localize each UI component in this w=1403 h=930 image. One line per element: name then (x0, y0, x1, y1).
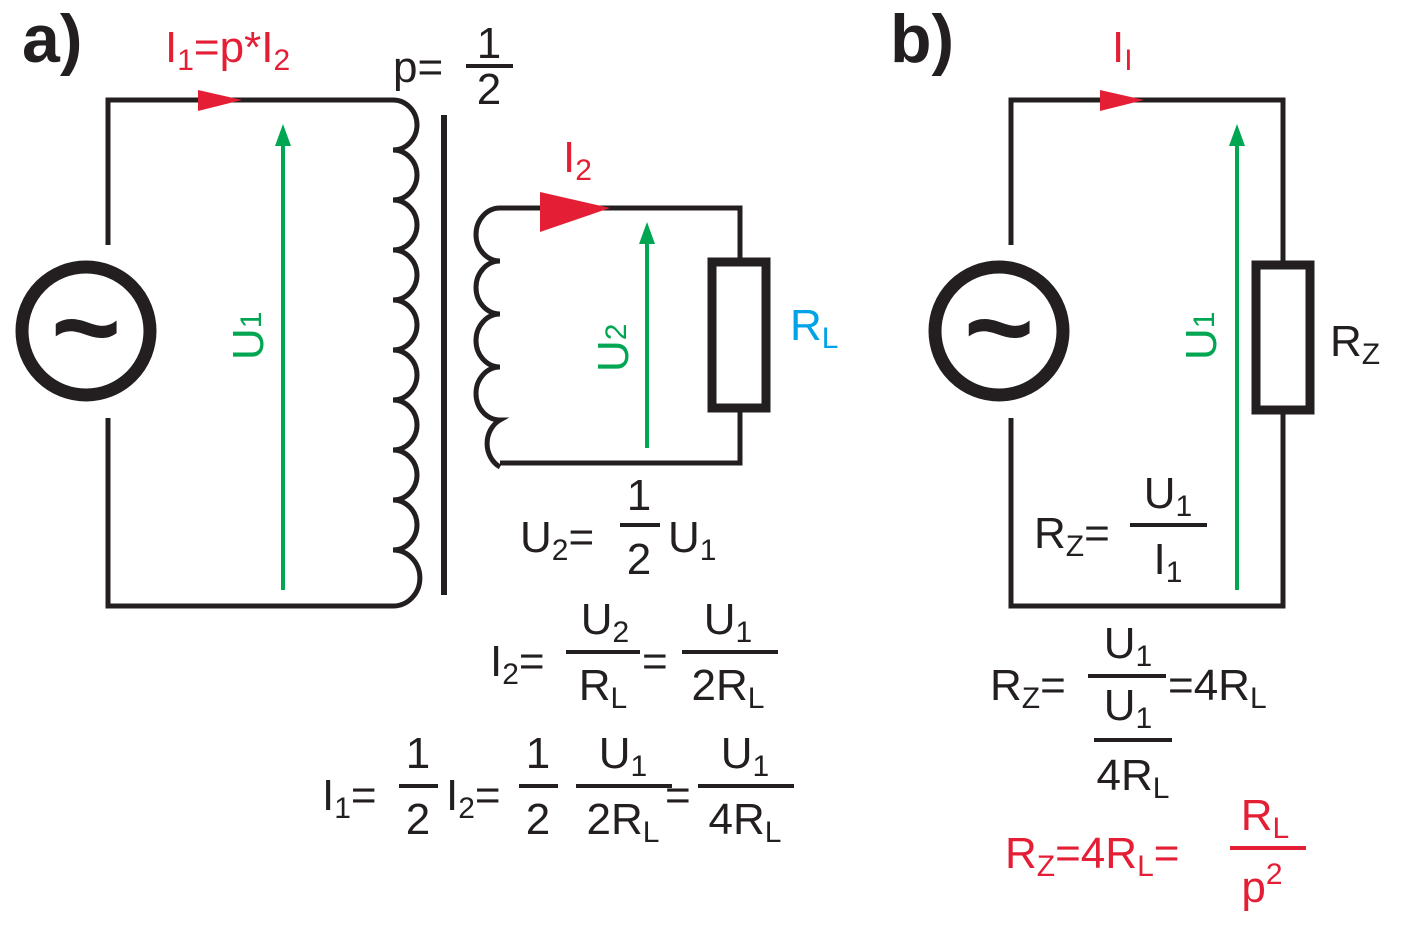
current-arrow-i1 (198, 90, 242, 111)
svg-text:I1=: I1= (322, 771, 377, 825)
equation-i1: I1= 1 2 I2= 1 2 U1 2RL = U1 4RL (322, 729, 794, 849)
equation-rz3: RZ=4RL= RL p2 (1005, 791, 1306, 912)
svg-text:=: = (642, 637, 668, 686)
sine-icon: ~ (51, 260, 121, 394)
svg-text:I1: I1 (1154, 535, 1183, 589)
sine-icon: ~ (964, 260, 1034, 394)
svg-text:RZ=4RL=: RZ=4RL= (1005, 829, 1179, 883)
current-arrow-i2 (540, 192, 610, 232)
ratio-num: 1 (477, 19, 501, 68)
svg-text:U1: U1 (721, 729, 769, 783)
svg-text:RZ=: RZ= (990, 661, 1066, 715)
svg-text:p2: p2 (1241, 858, 1282, 912)
voltage-arrow-u1b-head (1229, 124, 1245, 146)
voltage-arrow-u1-head (275, 124, 291, 146)
svg-text:U1: U1 (1144, 469, 1192, 523)
svg-text:U1: U1 (704, 595, 752, 649)
svg-text:I2=: I2= (446, 771, 501, 825)
svg-text:2: 2 (526, 795, 550, 844)
u1-label: U1 (224, 312, 273, 360)
svg-text:1: 1 (406, 729, 430, 778)
resistor-rl (707, 257, 771, 413)
svg-text:2: 2 (406, 795, 430, 844)
svg-text:4RL: 4RL (1097, 751, 1170, 805)
u2-label: U2 (589, 324, 638, 372)
svg-text:RL: RL (579, 661, 627, 715)
i2-label: I2 (563, 133, 592, 187)
secondary-wire-bottom (500, 408, 743, 466)
svg-text:2RL: 2RL (587, 795, 660, 849)
svg-text:RZ=: RZ= (1034, 509, 1110, 563)
circuit-b-wire-top (1008, 97, 1286, 265)
equation-rz1: RZ= U1 I1 (1034, 469, 1207, 589)
ac-source-b: ~ (928, 260, 1070, 402)
svg-text:2RL: 2RL (692, 661, 765, 715)
primary-wire-bottom (105, 418, 393, 609)
ratio-lhs: p= (393, 43, 443, 92)
secondary-coil (473, 205, 510, 470)
ac-source-a: ~ (15, 260, 157, 402)
svg-text:U2: U2 (581, 595, 629, 649)
rl-label: RL (790, 301, 838, 355)
svg-text:U1: U1 (668, 513, 716, 567)
svg-text:RL: RL (1241, 791, 1289, 845)
svg-text:U1: U1 (599, 729, 647, 783)
ii-label: II (1112, 23, 1133, 77)
secondary-wire (500, 205, 743, 262)
svg-text:U1: U1 (1104, 619, 1152, 673)
svg-text:I2=: I2= (490, 637, 545, 691)
panel-a-label: a) (22, 1, 82, 77)
panel-b-label: b) (890, 1, 954, 77)
ratio-den: 2 (477, 65, 501, 114)
svg-text:1: 1 (627, 471, 651, 520)
u1b-label: U1 (1177, 312, 1226, 360)
current-arrow-ii (1100, 90, 1144, 111)
i1-equation-label: I1=p*I2 (165, 23, 290, 77)
svg-text:U2=: U2= (520, 513, 594, 567)
primary-wire (105, 97, 393, 245)
svg-text:2: 2 (627, 535, 651, 584)
svg-text:U1: U1 (1104, 681, 1152, 735)
resistor-rz (1251, 260, 1315, 415)
svg-text:4RL: 4RL (709, 795, 782, 849)
primary-coil (392, 97, 423, 609)
voltage-arrow-u2-head (639, 222, 655, 244)
svg-text:=: = (665, 771, 691, 820)
circuit-b-wire-bottom (1008, 410, 1286, 609)
equation-u2: U2= 1 2 U1 (520, 471, 716, 584)
svg-text:1: 1 (526, 729, 550, 778)
svg-text:=4RL: =4RL (1168, 661, 1267, 715)
equation-rz2: RZ= U1 U1 4RL =4RL (990, 619, 1267, 805)
rz-label: RZ (1330, 317, 1380, 371)
equation-i2: I2= U2 RL = U1 2RL (490, 595, 778, 715)
